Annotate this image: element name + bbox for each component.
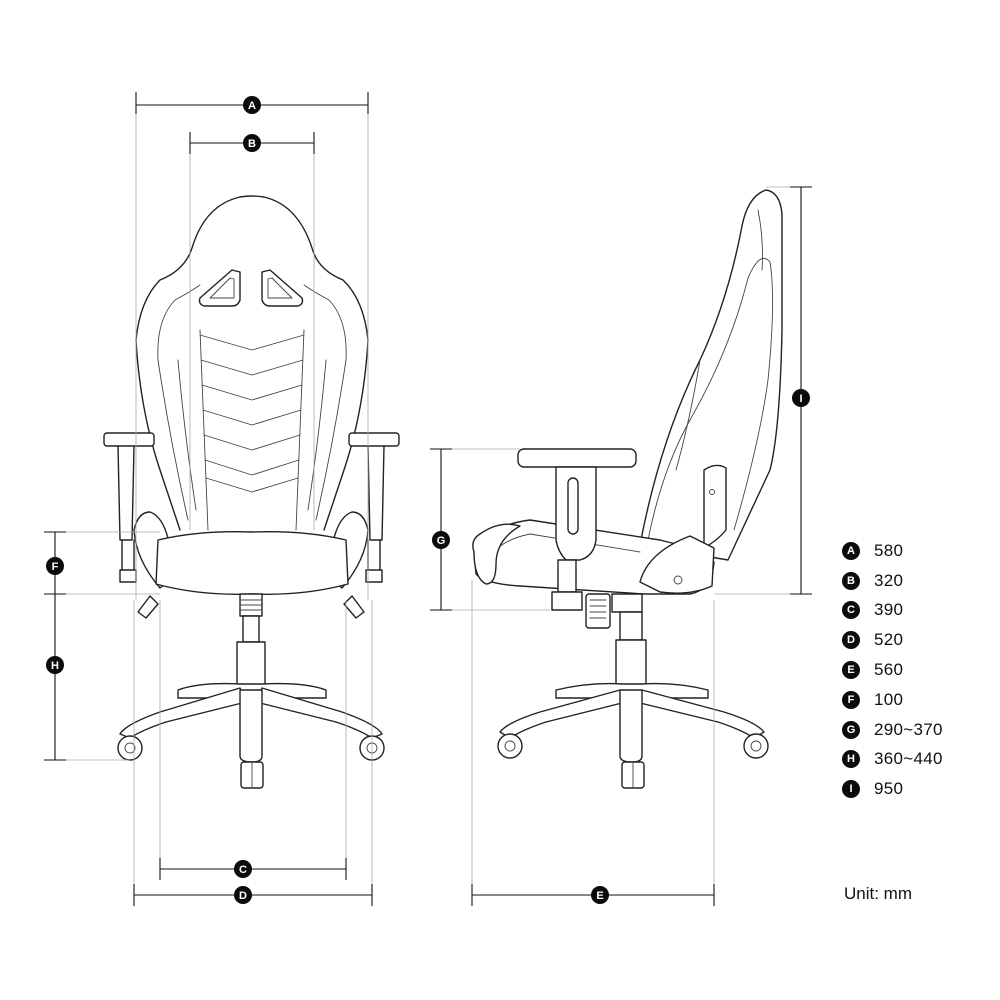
legend-row-f: F 100 [842,685,992,715]
legend-value: 360~440 [874,749,943,769]
dimension-badge-f: F [46,557,64,575]
front-backrest-right-seam [307,359,327,511]
side-armrest-slot [567,477,579,535]
front-view-chair [103,195,400,789]
front-gas-lift-cylinder [236,641,266,691]
legend-badge: B [842,571,860,590]
front-base-leg-front [239,689,263,763]
dimension-legend: A 580 B 320 C 390 D 520 E 560 F 100 G 29… [842,536,992,804]
dimension-badge-e: E [591,886,609,904]
legend-badge: I [842,780,860,799]
legend-badge: E [842,661,860,680]
legend-value: 290~370 [874,719,943,739]
front-caster-left [117,735,143,761]
dimension-badge-c: C [234,860,252,878]
side-gas-lift-upper [619,611,643,641]
front-backrest-left-panel [157,284,201,521]
dimension-line-g [430,448,452,611]
legend-row-e: E 560 [842,655,992,685]
front-armrest-pad-right [348,432,400,447]
side-caster-left [497,733,523,759]
side-gas-lift-cylinder [615,639,647,689]
legend-row-h: H 360~440 [842,745,992,775]
dimension-badge-a: A [243,96,261,114]
front-harness-slot-left [198,269,241,307]
side-armrest-pad [517,448,637,468]
legend-badge: D [842,631,860,650]
svg-text:I: I [799,393,802,405]
dimension-line-h [44,593,66,761]
front-backrest-left-seam [177,359,197,511]
legend-badge: C [842,601,860,620]
side-backrest-inner-panel [647,258,774,541]
side-tilt-mechanism [611,593,643,613]
side-armrest-lower [557,559,577,593]
front-armrest-pad-left [103,432,155,447]
legend-row-d: D 520 [842,625,992,655]
legend-badge: A [842,541,860,560]
svg-text:B: B [248,138,256,150]
side-armrest-mount [551,591,583,611]
dimension-badge-b: B [243,134,261,152]
side-backrest-wing [703,464,727,549]
front-harness-slot-right [261,269,304,307]
front-tilt-lever-left [137,595,159,619]
dimension-badge-d: D [234,886,252,904]
front-armrest-post-right [367,445,385,581]
legend-value: 520 [874,630,904,650]
front-gas-lift-upper [242,615,260,643]
legend-row-b: B 320 [842,566,992,596]
legend-badge: F [842,690,860,709]
front-backrest-chevrons [199,334,305,493]
legend-value: 100 [874,689,904,709]
front-seat-cushion [155,530,349,595]
side-seat-front-roll [472,523,521,585]
dimension-badge-i: I [792,389,810,407]
side-base-leg-front [619,689,643,763]
front-backrest-right-panel [303,284,347,521]
side-tension-knob [585,593,611,629]
front-tilt-lever-right [343,595,365,619]
svg-text:E: E [596,890,603,902]
svg-text:H: H [51,660,59,672]
dimension-line-d [133,884,373,906]
legend-value: 580 [874,540,904,560]
dimension-line-c [159,858,347,880]
front-backrest [135,195,369,531]
legend-value: 390 [874,600,904,620]
front-armrest-base-left [119,569,137,583]
front-armrest-post-left [117,445,135,581]
svg-text:A: A [248,100,256,112]
svg-text:F: F [52,561,59,573]
legend-value: 950 [874,779,904,799]
legend-value: 560 [874,660,904,680]
dimension-badge-h: H [46,656,64,674]
legend-row-g: G 290~370 [842,715,992,745]
legend-value: 320 [874,570,904,590]
svg-text:C: C [239,864,247,876]
legend-row-a: A 580 [842,536,992,566]
side-caster-right [743,733,769,759]
front-armrest-base-right [365,569,383,583]
legend-row-c: C 390 [842,596,992,626]
unit-label: Unit: mm [844,884,912,903]
legend-row-i: I 950 [842,774,992,804]
legend-badge: H [842,750,860,769]
svg-text:G: G [437,535,446,547]
front-backrest-center-panel [199,329,305,531]
dimension-badge-g: G [432,531,450,549]
svg-text:D: D [239,890,247,902]
legend-badge: G [842,720,860,739]
side-view-chair [472,189,783,789]
side-recline-hinge [639,535,715,594]
